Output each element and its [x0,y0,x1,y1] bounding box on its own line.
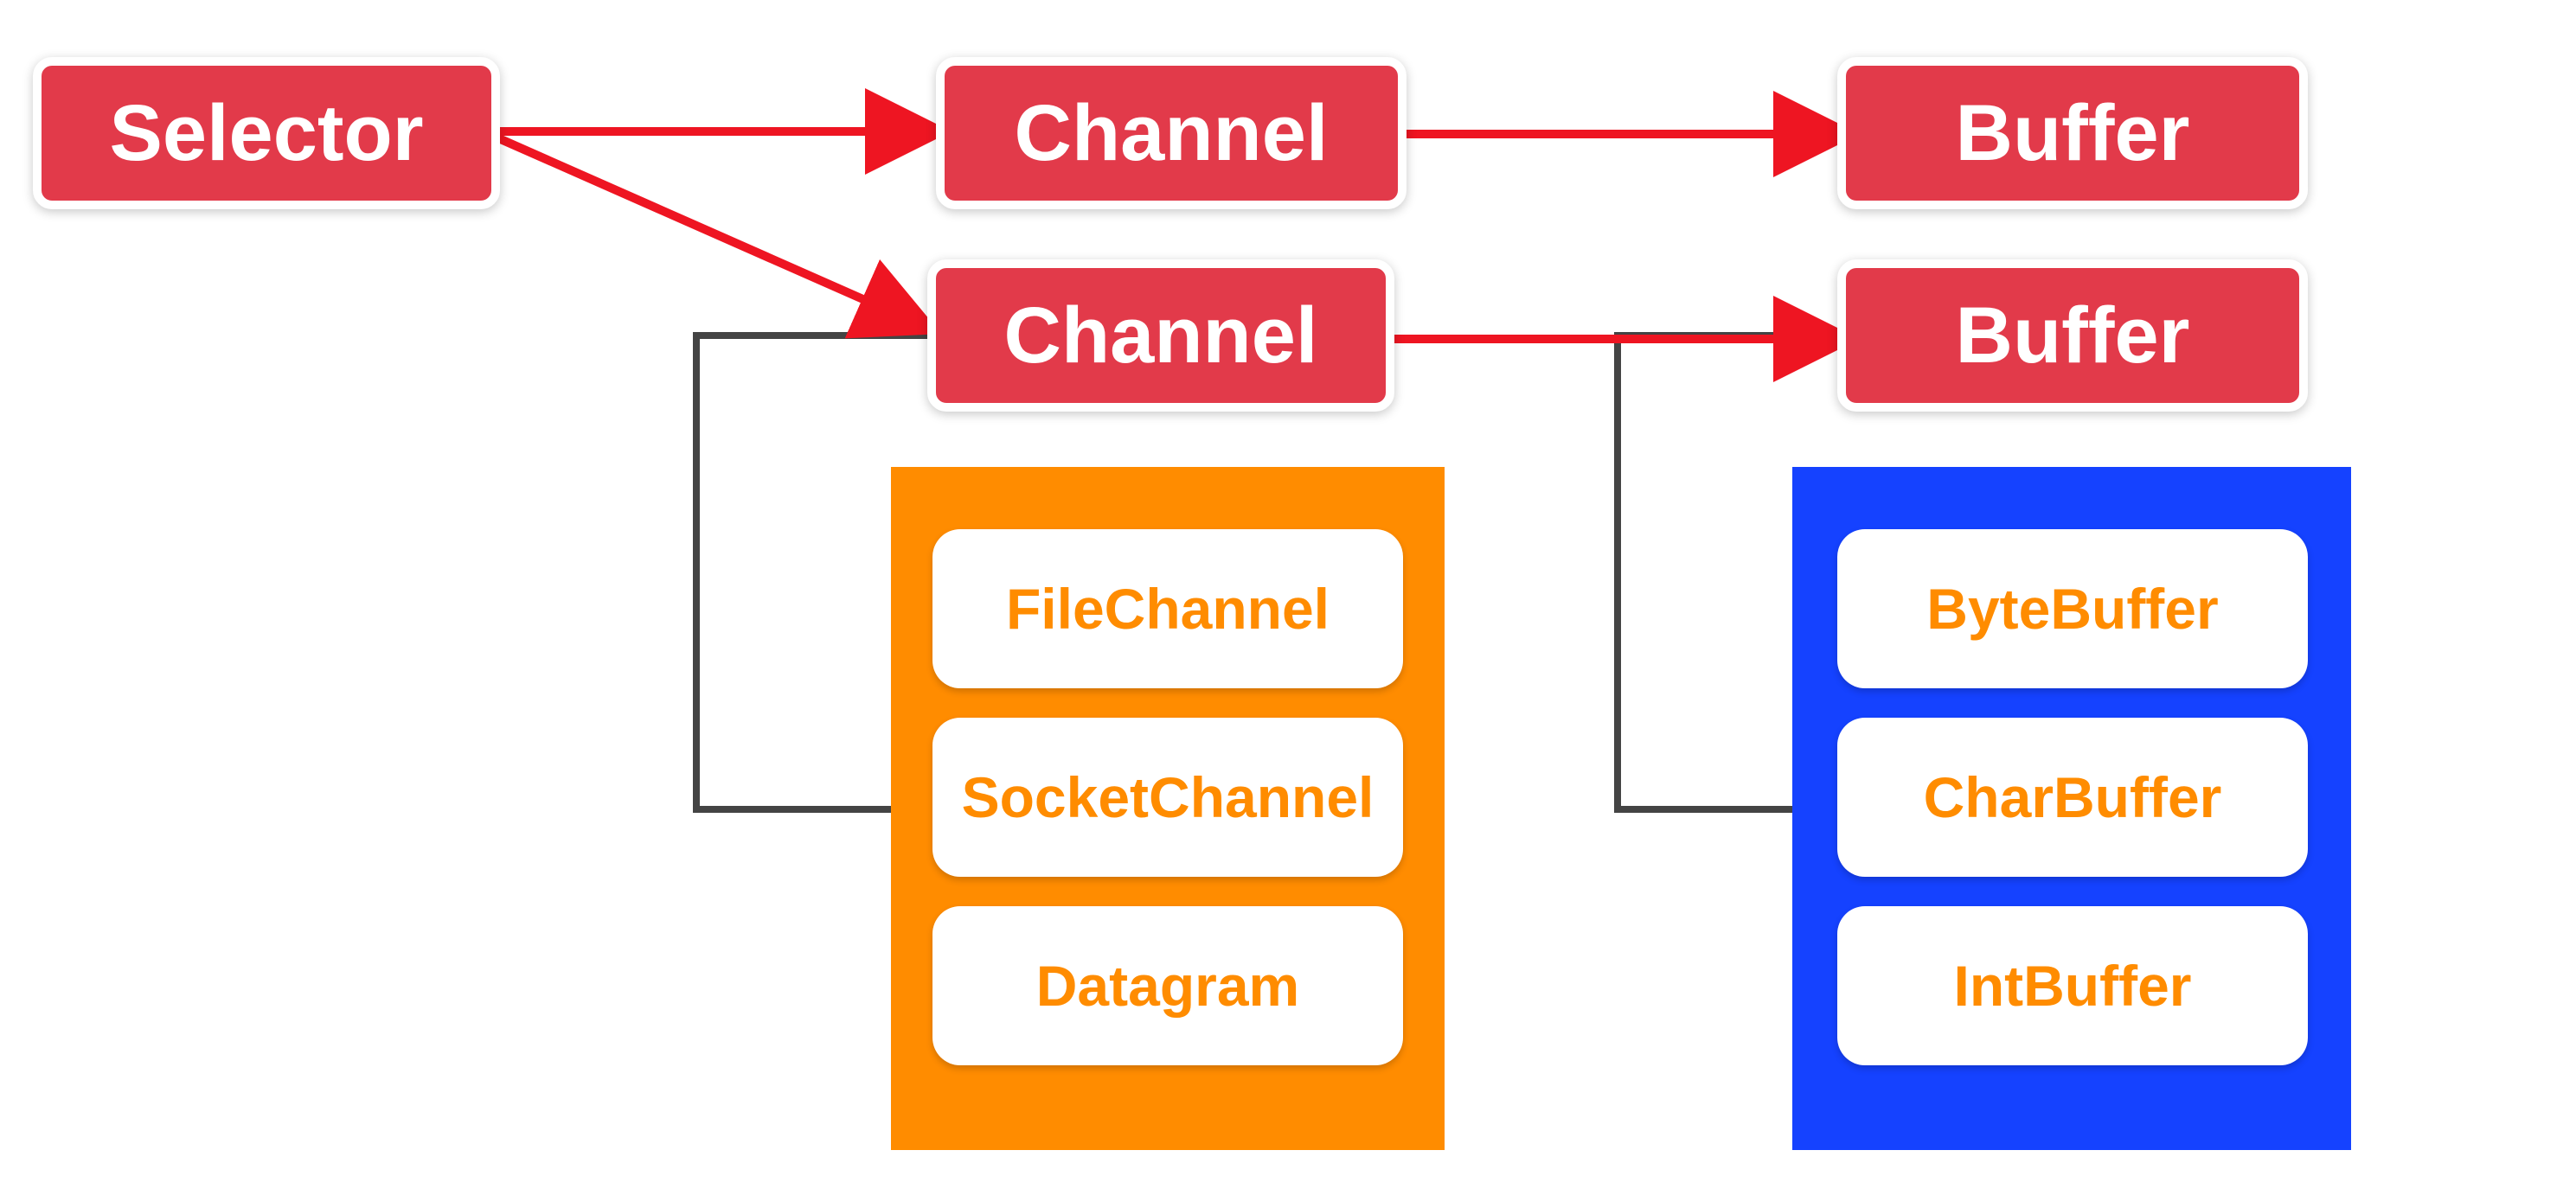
buffer-type-item: ByteBuffer [1837,529,2308,688]
channel-types-panel: FileChannel SocketChannel Datagram [891,467,1445,1150]
buffer-node-mid: Buffer [1837,259,2308,412]
channel-bracket-line [693,332,932,813]
buffer-types-panel: ByteBuffer CharBuffer IntBuffer [1792,467,2351,1150]
channel-top-label: Channel [1014,88,1329,177]
buffer-top-label: Buffer [1955,88,2190,177]
channel-type-label: FileChannel [1005,577,1330,641]
channel-type-label: SocketChannel [961,765,1375,829]
buffer-type-item: CharBuffer [1837,718,2308,877]
selector-node: Selector [33,57,500,209]
channel-node-mid: Channel [927,259,1394,412]
arrow-selector-to-channel-mid [492,132,942,339]
buffer-type-item: IntBuffer [1837,906,2308,1065]
channel-node-top: Channel [936,57,1407,209]
channel-mid-label: Channel [1003,291,1318,380]
buffer-type-label: CharBuffer [1923,765,2222,829]
buffer-type-label: IntBuffer [1953,954,2192,1018]
channel-type-item: FileChannel [932,529,1403,688]
channel-type-item: SocketChannel [932,718,1403,877]
buffer-mid-label: Buffer [1955,291,2190,380]
channel-type-label: Datagram [1035,954,1300,1018]
selector-label: Selector [109,88,424,177]
buffer-node-top: Buffer [1837,57,2308,209]
buffer-type-label: ByteBuffer [1926,577,2219,641]
channel-type-item: Datagram [932,906,1403,1065]
